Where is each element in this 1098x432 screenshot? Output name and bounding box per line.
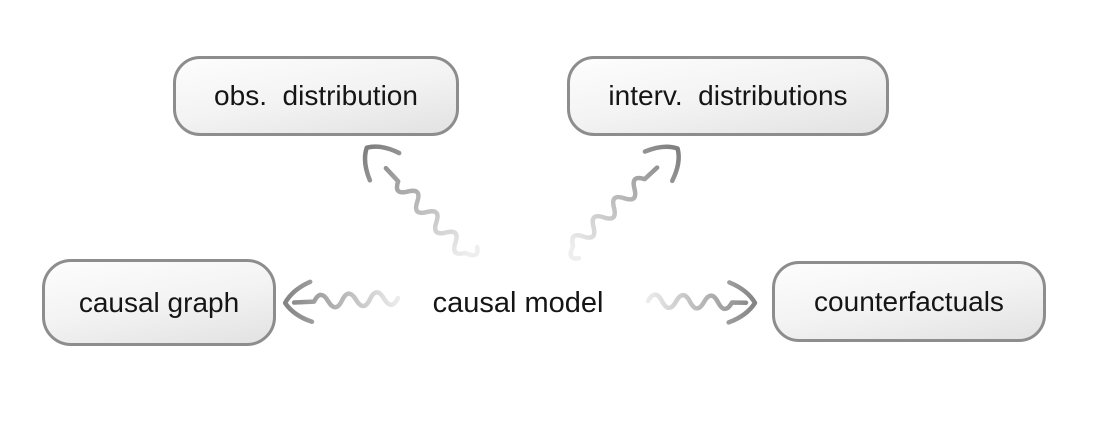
node-obs-distribution-label: obs. distribution <box>214 80 418 111</box>
node-causal-graph: causal graph <box>42 259 276 346</box>
node-interv-distributions: interv. distributions <box>567 56 889 136</box>
node-counterfactuals: counterfactuals <box>772 261 1046 342</box>
squiggly-arrow-to-obs-distribution <box>362 144 480 258</box>
node-obs-distribution: obs. distribution <box>173 56 459 136</box>
squiggle-path <box>291 290 401 310</box>
arrowhead-icon <box>726 280 758 325</box>
squiggly-arrow-to-counterfactuals <box>645 280 758 325</box>
squiggle-path <box>383 165 480 258</box>
arrowhead-icon <box>362 144 402 183</box>
node-interv-distributions-label: interv. distributions <box>608 80 848 111</box>
node-counterfactuals-label: counterfactuals <box>814 285 1004 317</box>
node-causal-graph-label: causal graph <box>78 286 240 318</box>
squiggly-arrow-to-causal-graph <box>282 279 401 325</box>
squiggle-path <box>568 165 660 261</box>
arrowhead-icon <box>282 279 315 325</box>
squiggle-path <box>645 292 749 312</box>
squiggly-arrow-to-interv-distributions <box>568 144 681 261</box>
arrowhead-icon <box>642 144 681 184</box>
center-label-causal-model: causal model <box>432 287 604 319</box>
